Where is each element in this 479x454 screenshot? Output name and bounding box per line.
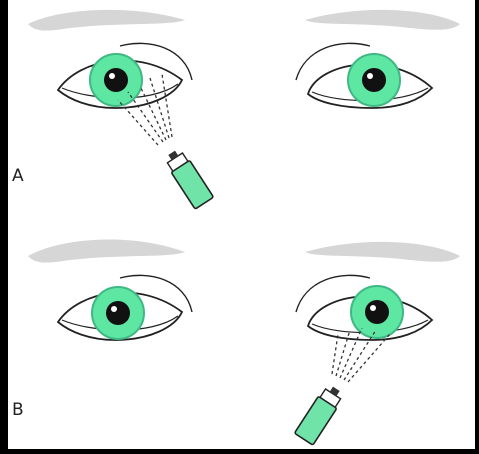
panel-b-left-glint [111, 306, 117, 312]
panel-a-label: A [12, 166, 24, 186]
panel-a-right-glint [367, 73, 373, 79]
panel-a-left-glint [109, 73, 115, 79]
panel-b-right-glint [370, 305, 376, 311]
panel-b-left-pupil [106, 301, 130, 325]
panel-a-left-pupil [104, 68, 128, 92]
panel-b-label: B [12, 400, 24, 420]
panel-a-right-pupil [362, 68, 386, 92]
diagram-background [8, 0, 475, 449]
panel-b-right-pupil [365, 300, 389, 324]
